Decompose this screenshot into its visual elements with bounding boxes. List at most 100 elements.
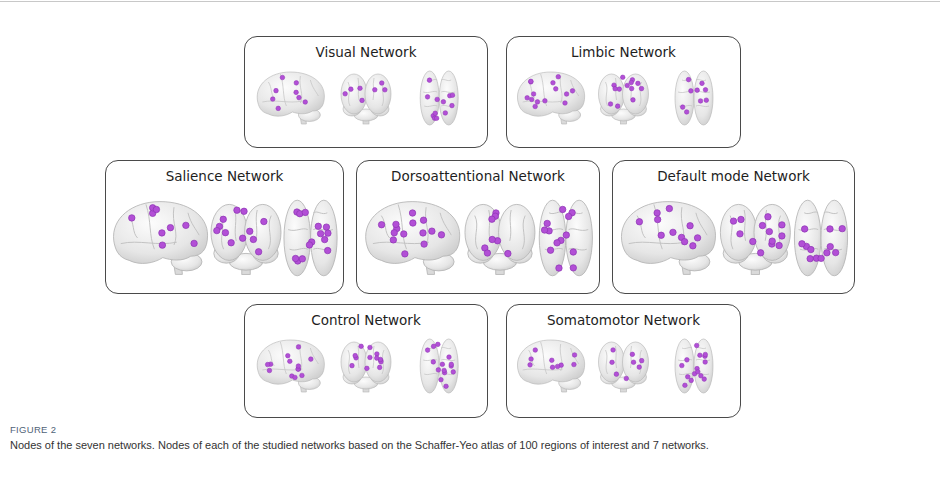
node-dot: [827, 226, 833, 232]
node-dot: [435, 97, 440, 102]
node-dot: [766, 228, 772, 234]
node-dot: [535, 100, 540, 105]
node-dot: [629, 80, 634, 85]
brain-dorsal: [539, 200, 592, 276]
node-dot: [631, 98, 636, 103]
node-dot: [525, 96, 530, 101]
panel-title: Somatomotor Network: [507, 312, 740, 328]
node-dot: [769, 238, 775, 244]
node-dot: [695, 88, 700, 93]
brain-dorsal: [420, 339, 458, 393]
node-dot: [544, 220, 550, 226]
brain-lateral: [257, 72, 324, 124]
node-dot: [639, 358, 644, 363]
node-dot: [343, 91, 348, 96]
node-dot: [703, 352, 708, 357]
node-dot: [818, 255, 824, 261]
brain-dorsal: [675, 339, 713, 393]
node-dot: [401, 231, 407, 237]
node-dot: [293, 375, 298, 380]
node-dot: [703, 88, 708, 93]
node-dot: [687, 223, 693, 229]
node-dot: [285, 353, 290, 358]
node-dot: [565, 213, 571, 219]
node-dot: [839, 225, 845, 231]
brain-lateral: [517, 72, 584, 124]
network-panel: Control Network: [244, 304, 488, 418]
node-dot: [410, 220, 416, 226]
node-dot: [421, 241, 427, 247]
node-dot: [700, 81, 705, 86]
node-dot: [378, 222, 384, 228]
node-dot: [484, 250, 490, 256]
node-dot: [296, 364, 301, 369]
node-dot: [613, 86, 618, 91]
node-dot: [323, 224, 329, 230]
node-dot: [222, 229, 228, 235]
node-dot: [570, 265, 576, 271]
node-dot: [541, 227, 547, 233]
node-dot: [299, 256, 305, 262]
node-dot: [449, 362, 454, 367]
node-dot: [377, 365, 382, 370]
node-dot: [824, 250, 830, 256]
node-dot: [353, 353, 358, 358]
node-dot: [360, 98, 365, 103]
node-dot: [425, 348, 430, 353]
node-dot: [183, 222, 189, 228]
node-dot: [350, 363, 355, 368]
node-dot: [738, 216, 744, 222]
brain-frontal: [465, 204, 535, 274]
node-dot: [300, 373, 305, 378]
node-dot: [489, 216, 495, 222]
node-dot: [447, 355, 452, 360]
node-dot: [159, 230, 165, 236]
node-dot: [220, 216, 226, 222]
node-dot: [270, 97, 275, 102]
node-dot: [444, 384, 449, 389]
node-dot: [280, 75, 285, 80]
brain-dorsal: [420, 71, 458, 125]
node-dot: [564, 92, 569, 97]
node-dot: [297, 95, 302, 100]
node-dot: [799, 241, 805, 247]
node-dot: [684, 110, 689, 115]
node-dot: [547, 247, 553, 253]
node-dot: [321, 236, 327, 242]
node-dot: [832, 249, 838, 255]
node-dot: [390, 237, 396, 243]
node-dot: [730, 218, 736, 224]
node-dot: [636, 81, 641, 86]
node-dot: [529, 80, 534, 85]
figure-caption: Nodes of the seven networks. Nodes of ea…: [10, 438, 930, 452]
node-dot: [690, 243, 696, 249]
node-dot: [324, 247, 330, 253]
panel-title: Dorsoattentional Network: [357, 168, 599, 184]
node-dot: [274, 88, 279, 93]
node-dot: [250, 236, 256, 242]
node-dot: [379, 81, 384, 86]
node-dot: [429, 228, 435, 234]
node-dot: [255, 249, 261, 255]
node-dot: [694, 343, 699, 348]
node-dot: [551, 80, 556, 85]
node-dot: [450, 93, 455, 98]
brain-lateral: [257, 340, 324, 392]
node-dot: [765, 214, 771, 220]
node-dot: [696, 370, 701, 375]
node-dot: [666, 205, 672, 211]
node-dot: [658, 232, 664, 238]
node-dot: [368, 345, 373, 350]
node-dot: [294, 81, 299, 86]
node-dot: [302, 209, 308, 215]
node-dot: [779, 233, 785, 239]
node-dot: [153, 206, 159, 212]
node-dot: [325, 230, 331, 236]
node-dot: [630, 352, 635, 357]
node-dot: [625, 83, 630, 88]
node-dot: [694, 235, 700, 241]
node-dot: [438, 232, 444, 238]
network-panel: Visual Network: [244, 36, 488, 148]
node-dot: [698, 353, 703, 358]
node-dot: [533, 348, 538, 353]
